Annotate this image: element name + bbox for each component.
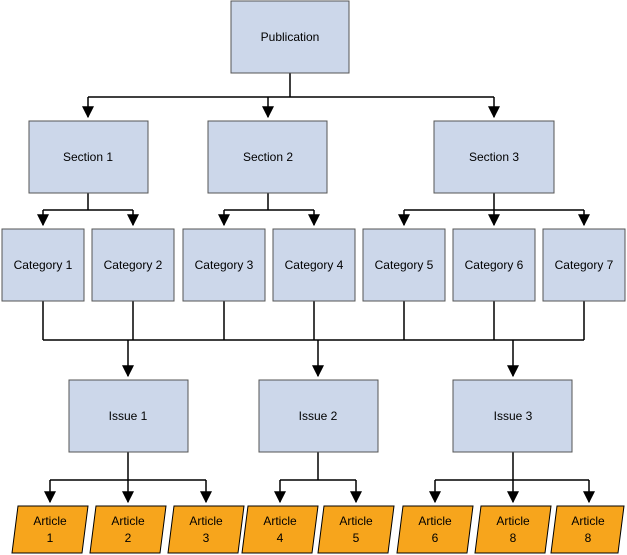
article-label-line1: Article [33, 514, 67, 528]
category-box [362, 228, 446, 302]
article-shape [317, 505, 395, 554]
issue-box [68, 379, 189, 453]
category-label: Category 4 [285, 258, 344, 272]
article-shape [474, 505, 552, 554]
article-shape [396, 505, 474, 554]
category-box [1, 228, 85, 302]
publication-label: Publication [261, 30, 320, 44]
article-label-line2: 4 [277, 531, 284, 545]
article-label-line2: 3 [203, 531, 210, 545]
category-node: Category 4 [272, 228, 356, 302]
category-box [272, 228, 356, 302]
article-nodes: Article 1 Article 2 Article 3 Article 4 … [11, 505, 625, 554]
issue-node: Issue 3 [452, 379, 573, 453]
section-box [28, 120, 149, 194]
category-box [542, 228, 626, 302]
section-node: Section 2 [207, 120, 328, 194]
article-label-line2: 5 [353, 531, 360, 545]
category-nodes: Category 1 Category 2 Category 3 Categor… [1, 228, 626, 302]
article-label-line2: 1 [47, 531, 54, 545]
category-node: Category 7 [542, 228, 626, 302]
article-label-line1: Article [263, 514, 297, 528]
issue-box [258, 379, 379, 453]
article-node: Article 5 [317, 505, 395, 554]
category-label: Category 2 [104, 258, 163, 272]
issue-box [452, 379, 573, 453]
article-node: Article 3 [167, 505, 245, 554]
category-label: Category 5 [375, 258, 434, 272]
article-label-line2: 2 [125, 531, 132, 545]
category-label: Category 6 [465, 258, 524, 272]
section-label: Section 2 [243, 150, 293, 164]
article-node: Article 4 [241, 505, 319, 554]
section-label: Section 1 [63, 150, 113, 164]
issue-label: Issue 2 [299, 409, 338, 423]
publication-box [230, 0, 350, 74]
issue-label: Issue 1 [109, 409, 148, 423]
article-shape [550, 505, 625, 554]
section-node: Section 3 [433, 120, 555, 194]
issue-nodes: Issue 1 Issue 2 Issue 3 [68, 379, 573, 453]
category-box [452, 228, 536, 302]
issue-node: Issue 2 [258, 379, 379, 453]
article-shape [241, 505, 319, 554]
article-shape [167, 505, 245, 554]
issue-node: Issue 1 [68, 379, 189, 453]
article-label-line2: 8 [585, 531, 592, 545]
category-node: Category 3 [182, 228, 266, 302]
category-label: Category 3 [195, 258, 254, 272]
section-node: Section 1 [28, 120, 149, 194]
article-label-line1: Article [339, 514, 373, 528]
article-label-line1: Article [189, 514, 223, 528]
category-box [91, 228, 175, 302]
article-node: Article 2 [89, 505, 167, 554]
article-label-line1: Article [496, 514, 530, 528]
category-node: Category 5 [362, 228, 446, 302]
article-label-line1: Article [571, 514, 605, 528]
article-shape [11, 505, 89, 554]
article-node: Article 8 [550, 505, 625, 554]
article-label-line1: Article [418, 514, 452, 528]
article-label-line2: 6 [432, 531, 439, 545]
section-box [433, 120, 555, 194]
category-node: Category 2 [91, 228, 175, 302]
category-label: Category 7 [555, 258, 614, 272]
category-node: Category 1 [1, 228, 85, 302]
issue-label: Issue 3 [494, 409, 533, 423]
article-node: Article 1 [11, 505, 89, 554]
article-node: Article 8 [474, 505, 552, 554]
section-label: Section 3 [469, 150, 519, 164]
section-nodes: Section 1 Section 2 Section 3 [28, 120, 555, 194]
connectors [37, 73, 595, 504]
category-box [182, 228, 266, 302]
article-label-line1: Article [111, 514, 145, 528]
article-node: Article 6 [396, 505, 474, 554]
publication-node: Publication [230, 0, 350, 74]
section-box [207, 120, 328, 194]
article-shape [89, 505, 167, 554]
category-node: Category 6 [452, 228, 536, 302]
category-label: Category 1 [14, 258, 73, 272]
article-label-line2: 8 [510, 531, 517, 545]
